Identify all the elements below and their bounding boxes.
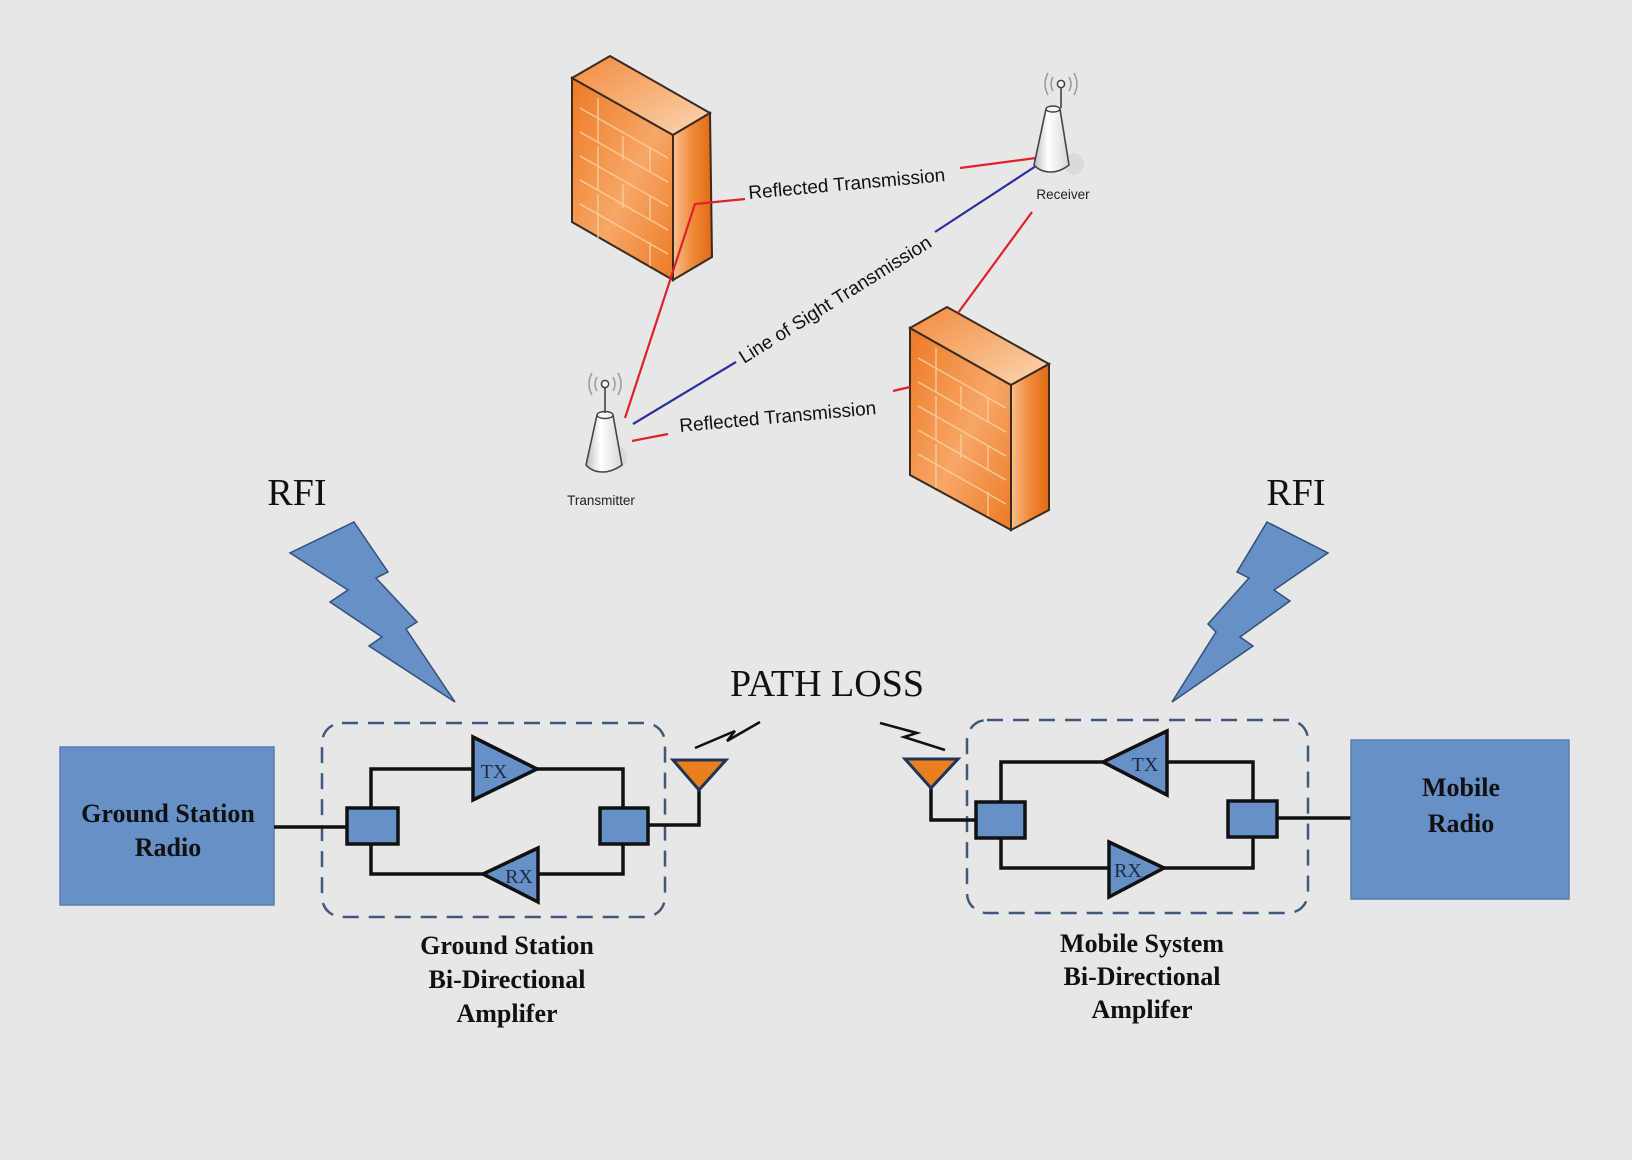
reflected-path-lower-mid [892,385,911,393]
ground-amp-rx-label: RX [505,866,533,888]
mobile-amp-input-coupler [974,800,1027,840]
ground-amp-tx-triangle [471,734,541,803]
mobile-amp-caption-line3: Amplifer [1091,995,1192,1024]
reflected-path-upper [623,197,746,419]
reflected-path-lower-end [957,211,1033,314]
receiver-label: Receiver [1036,187,1090,202]
wall-lower-icon [907,305,1052,532]
rfi-left-label: RFI [267,472,326,514]
reflected-path-upper-end [959,156,1037,170]
transmitter-label: Transmitter [567,493,635,508]
amplifier-link-diagram: RFI RFI PATH LOSS Ground Station Radio T… [59,472,1570,1028]
line-of-sight-path-end [934,163,1040,233]
multipath-diagram: Reflected Transmission Line of Sight Tra… [567,54,1090,532]
reflected-label-lower: Reflected Transmission [679,398,878,437]
mobile-radio-label-line2: Radio [1428,809,1494,838]
receiver-tower-icon [1033,72,1084,175]
mobile-amp-output-coupler [1226,799,1279,839]
ground-station-radio-label-line1: Ground Station [81,799,255,828]
ground-amp-caption-line1: Ground Station [420,931,594,960]
mobile-amp-caption-line2: Bi-Directional [1064,962,1221,991]
mobile-radio-block [1350,739,1570,900]
ground-amp-rx-triangle [479,845,540,905]
ground-station-radio-label-line2: Radio [135,833,201,862]
mobile-amp-tx-triangle [1099,728,1169,798]
ground-amp-output-coupler [598,806,650,846]
transmitter-tower-icon [585,372,627,473]
mobile-amp-rx-label: RX [1114,860,1142,882]
mobile-radio-label-line1: Mobile [1422,773,1500,802]
ground-antenna-icon [669,758,730,793]
ground-amp-caption-line3: Amplifer [456,999,557,1028]
ground-amp-tx-label: TX [481,761,508,783]
rfi-right-label: RFI [1266,472,1325,514]
mobile-signal-zigzag-icon [879,721,946,752]
mobile-system-amplifier: TX RX [879,718,1351,915]
mobile-amp-rx-triangle [1107,839,1168,900]
rfi-lightning-left-icon [288,521,456,703]
ground-signal-zigzag-icon [694,720,761,750]
reflected-path-lower-start [631,432,669,443]
mobile-amp-tx-label: TX [1132,754,1159,776]
mobile-antenna-icon [901,757,962,791]
mobile-amp-dashed-border [965,718,1310,915]
ground-station-radio-block [59,746,275,906]
reflected-label-upper: Reflected Transmission [748,165,947,204]
path-loss-label: PATH LOSS [730,663,924,705]
ground-station-amplifier: TX RX [274,720,761,919]
line-of-sight-path-start [632,361,737,425]
mobile-amp-caption-line1: Mobile System [1060,929,1224,958]
line-of-sight-label: Line of Sight Transmission [736,232,936,368]
rfi-lightning-right-icon [1171,521,1330,703]
ground-amp-caption-line2: Bi-Directional [429,965,586,994]
ground-amp-input-coupler [345,806,400,846]
wall-upper-icon [569,54,714,282]
